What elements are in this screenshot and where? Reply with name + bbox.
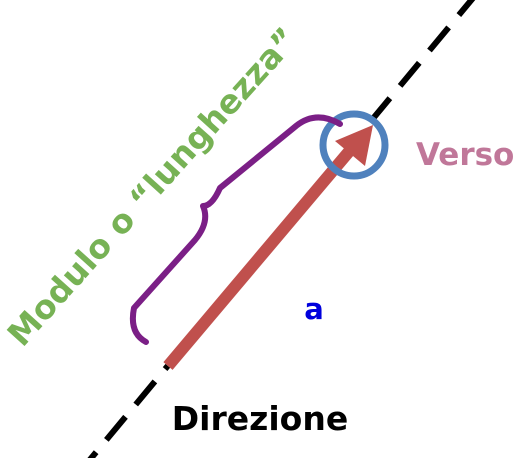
verso-label: Verso: [416, 137, 514, 173]
direzione-label: Direzione: [172, 399, 348, 438]
vector-name-label: a: [304, 292, 324, 326]
vector-arrow-shaft: [163, 144, 357, 370]
modulo-brace: [129, 114, 343, 345]
verso-circle: [319, 110, 389, 180]
modulo-label: Modulo o “lunghezza”: [0, 20, 306, 354]
vector-arrow-head: [335, 125, 373, 166]
